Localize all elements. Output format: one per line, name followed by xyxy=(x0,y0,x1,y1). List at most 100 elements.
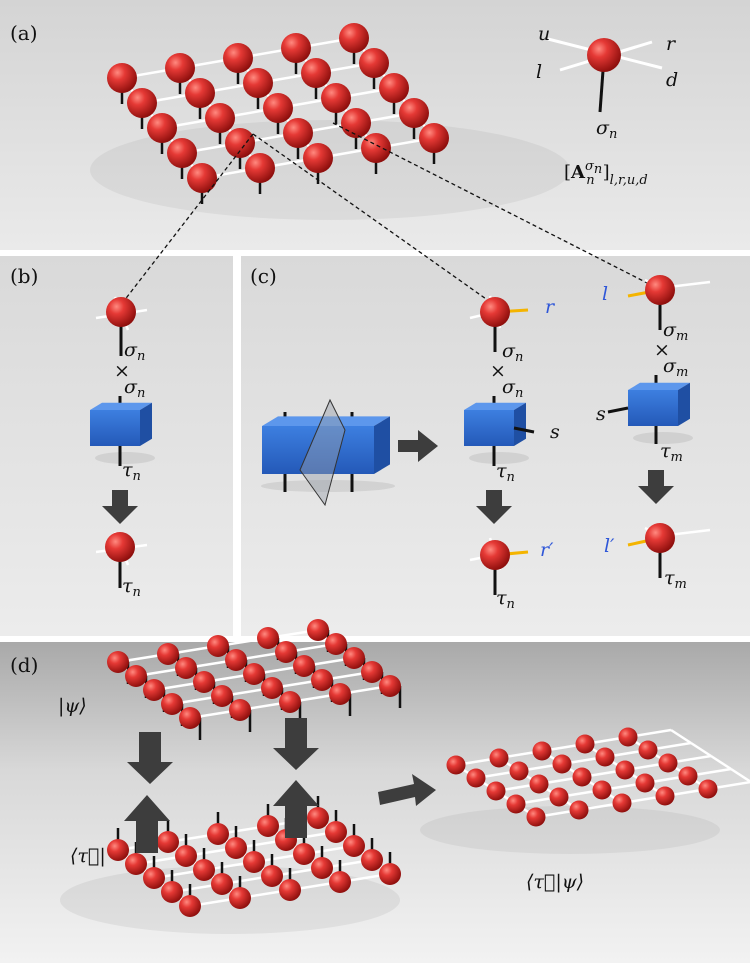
tensor-sphere xyxy=(211,685,233,707)
tensor-sphere xyxy=(205,103,235,133)
tensor-sphere xyxy=(107,63,137,93)
lattice-shadow xyxy=(90,120,570,220)
svd-cut-plane xyxy=(299,398,346,507)
tensor-sphere xyxy=(592,780,612,800)
tensor-sphere xyxy=(165,53,195,83)
panel-b-label: (b) xyxy=(10,264,38,288)
tensor-sphere xyxy=(529,774,549,794)
sigma-n-label: σn xyxy=(124,376,145,401)
tensor-sphere xyxy=(207,823,229,845)
tensor-sphere xyxy=(612,793,632,813)
down-arrow xyxy=(638,470,674,504)
tensor-sphere xyxy=(552,754,572,774)
box-shadow xyxy=(95,452,155,464)
tensor-sphere xyxy=(307,619,329,641)
tensor-sphere xyxy=(359,48,389,78)
leg-u-label: u xyxy=(538,23,550,45)
tensor-sphere xyxy=(107,839,129,861)
sigma-n-label: σn xyxy=(124,339,145,364)
tensor-sphere xyxy=(341,108,371,138)
tensor-sphere xyxy=(526,807,546,827)
tau-m-label: τm xyxy=(660,440,683,465)
tensor-sphere xyxy=(243,851,265,873)
tensor-sphere xyxy=(125,853,147,875)
times-symbol: × xyxy=(114,360,130,382)
leg-l-prime-label: l′ xyxy=(604,535,615,557)
tensor-sphere xyxy=(329,683,351,705)
tensor-sphere xyxy=(339,23,369,53)
overlap-label: ⟨τ⃗|ψ⟩ xyxy=(526,871,584,893)
times-symbol: × xyxy=(654,339,670,361)
projector-block-side xyxy=(678,382,690,426)
tau-bra-label: ⟨τ⃗| xyxy=(70,845,106,867)
box-shadow xyxy=(469,452,529,464)
tensor-sphere xyxy=(147,113,177,143)
down-arrow xyxy=(273,718,319,770)
tensor-sphere xyxy=(185,78,215,108)
tensor-sphere xyxy=(379,73,409,103)
tensor-sphere xyxy=(257,627,279,649)
tau-n-label: τn xyxy=(122,459,141,484)
leg-s-label: s xyxy=(550,421,560,443)
tensor-sphere xyxy=(549,787,569,807)
sigma-n-label: σn xyxy=(502,340,523,365)
tau-m-label: τm xyxy=(664,567,687,592)
leg-r-prime-label: r′ xyxy=(540,539,554,561)
tensor-sphere xyxy=(193,671,215,693)
right-arrow xyxy=(398,430,438,462)
sigma-m-label: σm xyxy=(663,319,688,344)
tensor-sphere xyxy=(638,740,658,760)
tensor-sphere xyxy=(161,881,183,903)
tensor-sphere xyxy=(361,133,391,163)
tensor-sphere xyxy=(618,727,638,747)
tensor-sphere xyxy=(329,871,351,893)
tensor-sphere xyxy=(179,707,201,729)
panel-d-label: (d) xyxy=(10,653,38,677)
tensor-sphere xyxy=(301,58,331,88)
tensor-sphere xyxy=(223,43,253,73)
tensor-sphere xyxy=(105,532,135,562)
tensor-sphere xyxy=(486,781,506,801)
panel-d-content: |ψ⟩ ⟨τ⃗| ⟨τ⃗|ψ⟩ xyxy=(58,619,750,934)
tensor-sphere xyxy=(480,540,510,570)
tensor-sphere xyxy=(343,647,365,669)
tensor-sphere xyxy=(446,755,466,775)
projector-block-side xyxy=(514,402,526,446)
tau-n-label: τn xyxy=(496,460,515,485)
tensor-sphere xyxy=(281,33,311,63)
tensor-sphere xyxy=(127,88,157,118)
tensor-sphere xyxy=(569,800,589,820)
down-arrow xyxy=(127,732,173,784)
tensor-sphere xyxy=(293,843,315,865)
tensor-sphere xyxy=(635,773,655,793)
leg-s-label: s xyxy=(596,403,606,425)
tensor-sphere xyxy=(225,837,247,859)
tensor-sphere xyxy=(532,741,552,761)
psi-ket-label: |ψ⟩ xyxy=(58,695,87,717)
tau-n-label: τn xyxy=(496,587,515,612)
projector-block xyxy=(628,390,678,426)
tensor-sphere xyxy=(125,665,147,687)
physical-leg xyxy=(513,426,535,434)
leg-r-label: r xyxy=(666,33,677,55)
tensor-sphere xyxy=(243,68,273,98)
tensor-sphere xyxy=(343,835,365,857)
tensor-sphere xyxy=(261,677,283,699)
physical-leg xyxy=(607,406,629,414)
tensor-sphere xyxy=(645,523,675,553)
tensor-sphere xyxy=(275,641,297,663)
tensor-sphere xyxy=(506,794,526,814)
tensor-sphere xyxy=(225,649,247,671)
tau-n-label: τn xyxy=(122,575,141,600)
sigma-n-label: σn xyxy=(502,376,523,401)
tensor-sphere xyxy=(211,873,233,895)
lattice-shadow xyxy=(420,806,720,854)
panel-a-background xyxy=(0,0,750,250)
tensor-sphere xyxy=(157,643,179,665)
projector-block-side xyxy=(140,402,152,446)
panel-c-label: (c) xyxy=(250,264,277,288)
up-arrow xyxy=(273,780,319,838)
down-arrow xyxy=(476,490,512,524)
